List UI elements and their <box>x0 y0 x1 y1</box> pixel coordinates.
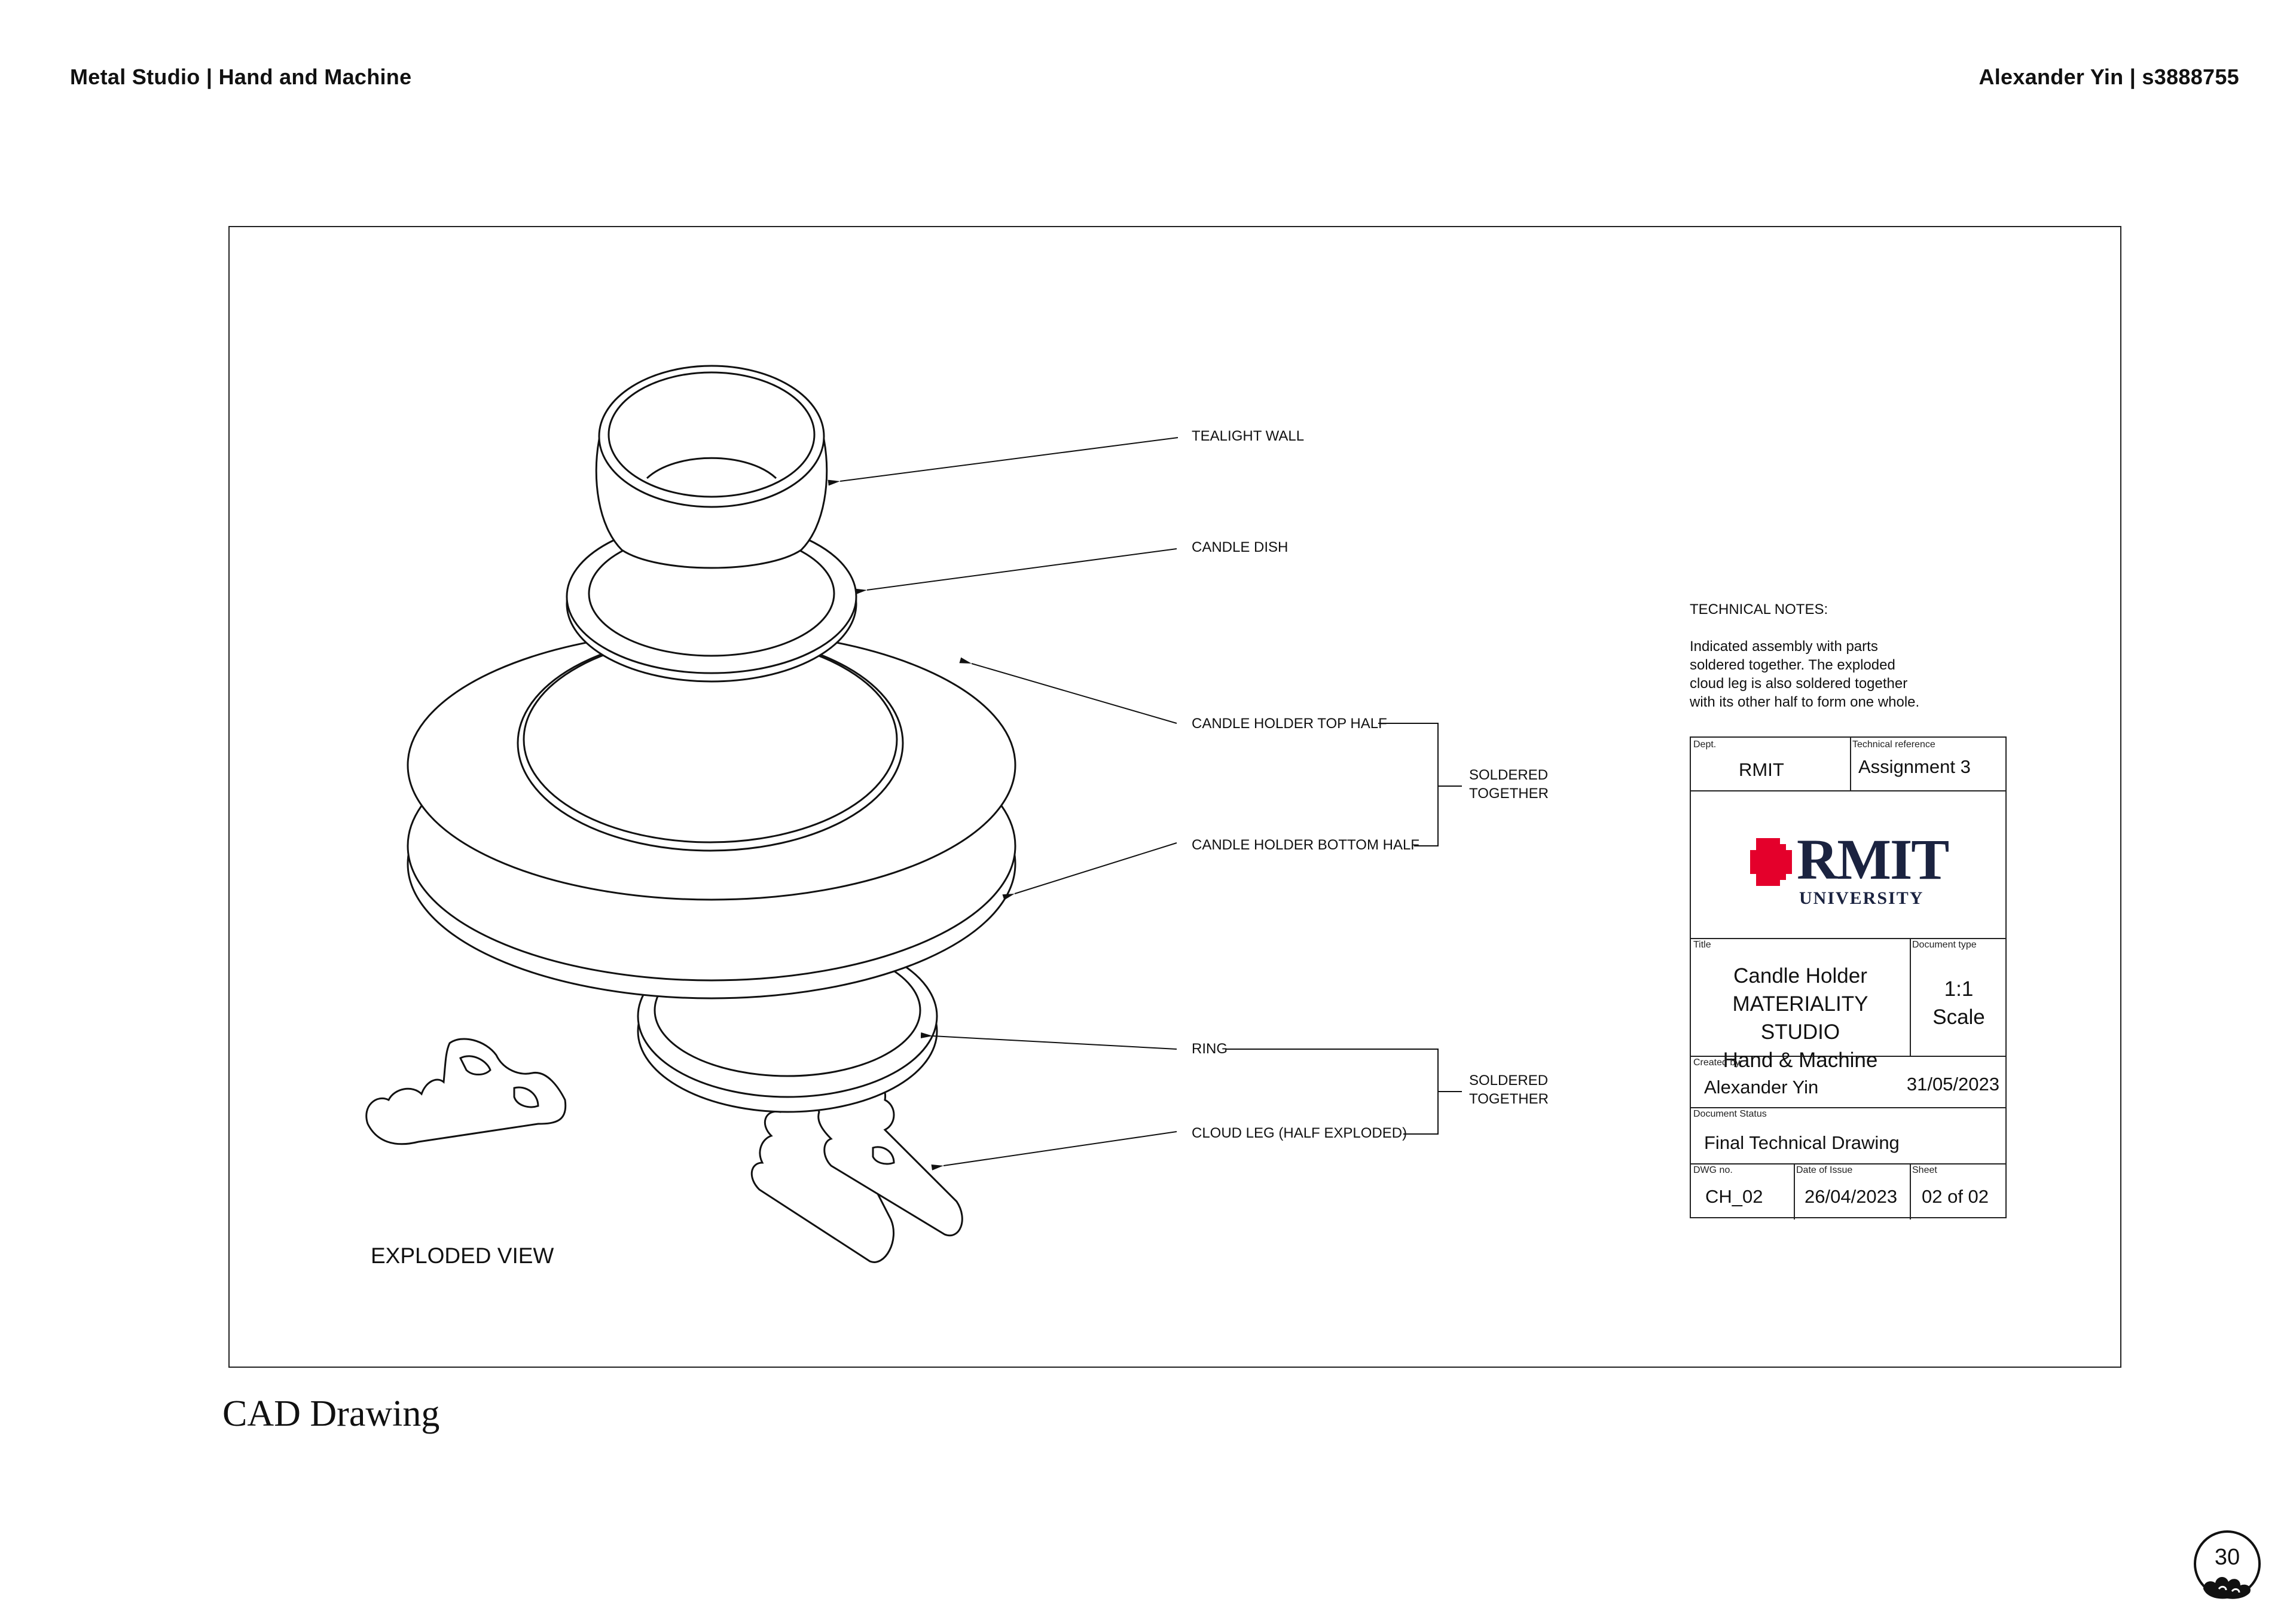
header-left: Metal Studio | Hand and Machine <box>70 65 412 89</box>
tb-date-of-issue: Date of Issue 26/04/2023 <box>1794 1163 1910 1219</box>
tb-divider <box>1691 1107 2005 1108</box>
tb-created-by-name: Alexander Yin <box>1704 1077 1819 1098</box>
label-bottom-half: CANDLE HOLDER BOTTOM HALF <box>1192 837 1419 853</box>
label-soldered-1-line-2: TOGETHER <box>1469 785 1549 802</box>
tb-dept-caption: Dept. <box>1693 739 1717 750</box>
tb-sheet: Sheet 02 of 02 <box>1910 1163 2008 1219</box>
leader-ring <box>920 1032 1177 1050</box>
leader-candle-dish <box>854 548 1177 595</box>
label-candle-dish: CANDLE DISH <box>1192 539 1288 555</box>
title-block: Dept. RMIT Technical reference Assignmen… <box>1690 736 2008 1219</box>
tb-created-by: Created by Alexander Yin 31/05/2023 <box>1691 1056 2008 1107</box>
tb-created-by-caption: Created by <box>1693 1057 1741 1068</box>
technical-notes-line: cloud leg is also soldered together <box>1690 676 1908 692</box>
tb-dwg-no: DWG no. CH_02 <box>1691 1163 1794 1219</box>
tb-divider <box>1691 1056 2005 1057</box>
label-cloud-leg: CLOUD LEG (HALF EXPLODED) <box>1192 1125 1407 1141</box>
technical-notes-line: with its other half to form one whole. <box>1690 694 1920 710</box>
cloud-leg-left <box>365 1038 567 1145</box>
tb-dwg-no-caption: DWG no. <box>1693 1165 1733 1175</box>
tb-sheet-caption: Sheet <box>1912 1165 1937 1175</box>
tb-title-line: MATERIALITY STUDIO <box>1732 992 1868 1044</box>
tb-title-line: Hand & Machine <box>1723 1049 1878 1072</box>
tb-doc-type-caption: Document type <box>1912 940 1977 950</box>
label-tealight-wall: TEALIGHT WALL <box>1192 428 1304 444</box>
tb-divider <box>1910 1163 1911 1219</box>
page-caption: CAD Drawing <box>222 1393 440 1434</box>
leader-cloud-leg <box>931 1131 1177 1170</box>
label-soldered-2-line-1: SOLDERED <box>1469 1072 1548 1089</box>
label-top-half: CANDLE HOLDER TOP HALF <box>1192 716 1387 732</box>
label-soldered-2-line-2: TOGETHER <box>1469 1091 1549 1107</box>
tb-dept-value: RMIT <box>1739 759 1784 780</box>
rmit-logo-word: RMIT <box>1797 827 1949 891</box>
tealight-wall <box>595 365 828 569</box>
tb-tech-ref-caption: Technical reference <box>1852 739 1935 750</box>
tb-issue-caption: Date of Issue <box>1796 1165 1853 1175</box>
tb-title: Title Candle Holder MATERIALITY STUDIO H… <box>1691 938 1910 1072</box>
tb-divider <box>1691 790 2005 791</box>
drawing-frame <box>228 226 2121 1368</box>
rmit-pixel-mark-icon <box>1750 838 1792 886</box>
tb-divider <box>1794 1163 1795 1219</box>
tb-tech-ref-value: Assignment 3 <box>1858 756 1971 777</box>
rmit-logo-subtitle: UNIVERSITY <box>1799 888 1924 908</box>
tb-doc-type-line: Scale <box>1932 1005 1985 1029</box>
leader-bottom-half <box>1002 842 1177 900</box>
tb-status-value: Final Technical Drawing <box>1704 1132 1900 1153</box>
bracket-soldered-2 <box>1226 1049 1439 1135</box>
exploded-view-label: EXPLODED VIEW <box>371 1243 554 1268</box>
tb-document-status: Document Status Final Technical Drawing <box>1691 1107 2008 1163</box>
technical-notes-line: Indicated assembly with parts <box>1690 638 1878 655</box>
tb-divider <box>1850 738 1851 790</box>
bracket-soldered-1 <box>1378 723 1439 846</box>
label-ring: RING <box>1192 1041 1228 1057</box>
tb-document-type: Document type 1:1 Scale <box>1910 938 2008 1056</box>
tb-issue-value: 26/04/2023 <box>1805 1186 1898 1207</box>
technical-notes-line: soldered together. The exploded <box>1690 657 1895 673</box>
tb-created-date: 31/05/2023 <box>1906 1074 1999 1095</box>
tb-dept: Dept. RMIT <box>1691 738 1850 790</box>
tb-dwg-no-value: CH_02 <box>1705 1186 1763 1207</box>
page-number-badge: 30 <box>2190 1529 2264 1603</box>
cloud-circle-icon <box>2194 1530 2261 1599</box>
leader-tealight-wall <box>828 437 1178 486</box>
tb-sheet-value: 02 of 02 <box>1922 1186 1989 1207</box>
technical-notes: TECHNICAL NOTES: Indicated assembly with… <box>1690 600 1965 711</box>
tb-technical-reference: Technical reference Assignment 3 <box>1850 738 2008 790</box>
header-right: Alexander Yin | s3888755 <box>1979 65 2239 89</box>
tb-divider <box>1691 1163 2005 1164</box>
technical-notes-title: TECHNICAL NOTES: <box>1690 601 1828 618</box>
tb-title-caption: Title <box>1693 940 1711 950</box>
tb-title-line: Candle Holder <box>1733 964 1867 988</box>
tb-divider <box>1691 938 2005 939</box>
tb-status-caption: Document Status <box>1693 1109 1767 1119</box>
tb-logo-cell: RMIT UNIVERSITY <box>1691 790 2008 938</box>
tb-divider <box>1910 938 1911 1056</box>
page-number: 30 <box>2214 1545 2240 1570</box>
label-soldered-1-line-1: SOLDERED <box>1469 767 1548 783</box>
leader-top-half <box>959 657 1177 724</box>
tb-doc-type-line: 1:1 <box>1944 977 1974 1001</box>
candle-holder-top-half <box>407 629 1016 901</box>
candle-dish <box>566 519 857 683</box>
